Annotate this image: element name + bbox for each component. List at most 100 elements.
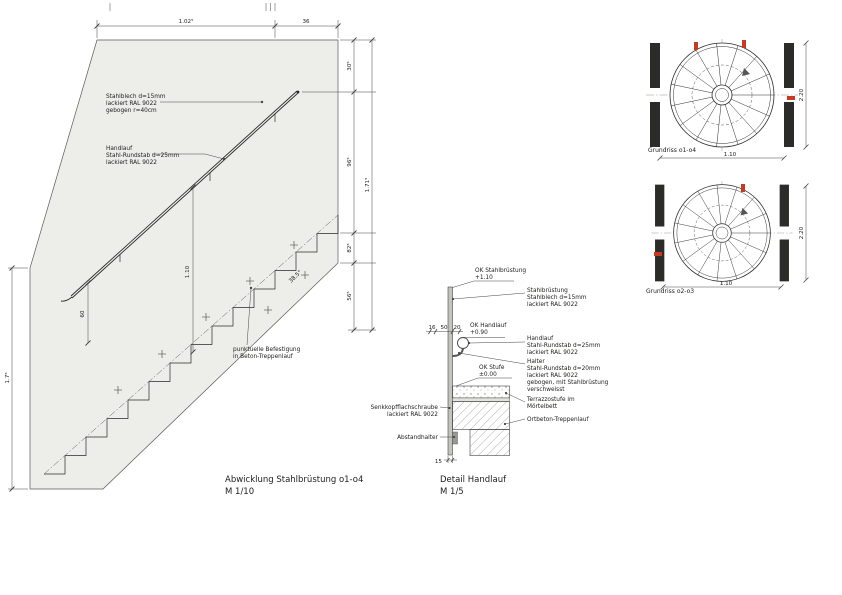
handrail-holder	[452, 348, 464, 357]
stair-steps-line	[44, 215, 339, 475]
dim-rail-height	[190, 184, 196, 355]
level-bruestung: OK Stahlbrüstung +1.10	[452, 268, 526, 288]
leader-line	[152, 153, 225, 160]
detail-note-schraube-l2: lackiert RAL 9022	[387, 412, 438, 418]
detail-note-bruestung: Stahlbrüstung Stahlblech d=15mm lackiert…	[451, 288, 587, 308]
dim-detail-d: 15	[435, 459, 443, 465]
detail-note-abstand: Abstandhalter	[397, 435, 456, 441]
note-handlauf: Handlauf Stahl-Rundstab d=25mm lackiert …	[106, 146, 226, 166]
note-handlauf-line2: Stahl-Rundstab d=25mm	[106, 153, 180, 159]
detail-note-halter-l3: lackiert RAL 9022	[527, 373, 578, 379]
dim-left	[8, 265, 28, 492]
dim-rail-height-label: 1.10	[185, 265, 191, 278]
dim-detail-thickness	[444, 456, 457, 463]
note-handlauf-line3: lackiert RAL 9022	[106, 160, 157, 166]
plan-1-dims	[657, 40, 809, 161]
detail-note-abstand-l1: Abstandhalter	[397, 435, 439, 441]
detail-note-halter-l1: Halter	[527, 359, 545, 365]
detail-note-schraube: Senkkopfflachschraube lackiert RAL 9022	[371, 405, 451, 418]
plan-2-red-marks	[654, 184, 745, 256]
detail-note-bruestung-l1: Stahlbrüstung	[527, 288, 568, 294]
note-stahlblech-line1: Stahlblech d=15mm	[106, 94, 166, 100]
dim-top-a: 1.02⁵	[179, 18, 194, 25]
detail-note-schraube-l1: Senkkopfflachschraube	[371, 405, 439, 411]
level-bruestung-value: +1.10	[475, 275, 493, 281]
level-stufe: OK Stufe ±0.00	[455, 365, 512, 387]
detail-note-terrazzo: Terrazzostufe im Mörtelbett	[504, 391, 575, 410]
plan-2-caption: Grundriss o2-o3	[646, 288, 694, 295]
detail-note-handlauf-l3: lackiert RAL 9022	[527, 350, 578, 356]
dim-right-b: 96⁵	[346, 157, 353, 166]
level-handlauf-value: +0.90	[470, 330, 488, 336]
plan-1-dim-bottom: 1.10	[724, 152, 737, 158]
leader-line	[246, 287, 252, 346]
concrete-lower	[469, 429, 510, 456]
dim-detail-a: 16	[428, 325, 436, 331]
dim-left-total: 1.7⁵	[4, 372, 11, 383]
mortar-bed	[452, 397, 510, 402]
steel-plate	[447, 286, 453, 456]
dim-top	[94, 20, 341, 38]
plan-1-caption: Grundriss o1-o4	[648, 147, 696, 154]
elevation-title: Abwicklung Stahlbrüstung o1-o4	[225, 475, 363, 485]
detail-note-lauf: Ortbeton-Treppenlauf	[503, 417, 589, 426]
elevation-drawing: Stahlblech d=15mm lackiert RAL 9022 gebo…	[4, 18, 376, 497]
level-bruestung-label: OK Stahlbrüstung	[475, 268, 526, 274]
detail-note-handlauf-l1: Handlauf	[527, 336, 554, 342]
note-befestigung-line2: in Beton-Treppenlauf	[233, 354, 294, 360]
pitch-line	[43, 214, 339, 475]
note-stahlblech: Stahlblech d=15mm lackiert RAL 9022 gebo…	[106, 94, 264, 114]
railing-band	[29, 39, 339, 490]
note-befestigung-line1: punktuelle Befestigung	[233, 347, 301, 353]
level-handlauf-label: OK Handlauf	[470, 323, 507, 329]
plan-2: 1.10 2.20 Grundriss o2-o3	[646, 180, 809, 295]
dim-post	[85, 280, 91, 346]
dim-detail-top	[426, 328, 463, 335]
concrete-upper	[452, 401, 510, 430]
dim-detail-b: 50	[440, 325, 448, 331]
dim-detail-c: 20	[453, 325, 461, 331]
level-stufe-value: ±0.00	[479, 372, 497, 378]
dim-right-a: 30⁵	[346, 61, 353, 70]
detail-note-handlauf: Handlauf Stahl-Rundstab d=25mm lackiert …	[467, 336, 601, 356]
dim-post-label: 60	[80, 310, 86, 318]
detail-scale: M 1/5	[440, 487, 464, 497]
note-handlauf-line1: Handlauf	[106, 146, 133, 152]
fixing-cross-marks	[114, 241, 309, 394]
detail-note-bruestung-l2: Stahlblech d=15mm	[527, 295, 587, 301]
detail-note-halter-l4: gebogen, mit Stahlbrüstung	[527, 380, 609, 386]
detail-note-bruestung-l3: lackiert RAL 9022	[527, 302, 578, 308]
dim-right-c: 82⁵	[346, 243, 353, 252]
handrail-line	[60, 90, 300, 302]
elevation-scale: M 1/10	[225, 487, 254, 497]
plan-2-dim-right: 2.20	[799, 226, 805, 239]
note-stahlblech-line2: lackiert RAL 9022	[106, 101, 157, 107]
detail-note-terrazzo-l2: Mörtelbett	[527, 404, 558, 410]
dim-right-d: 56⁵	[346, 291, 353, 300]
fold-marks	[109, 3, 276, 11]
level-handlauf: OK Handlauf +0.90	[463, 323, 507, 338]
plan-2-dim-bottom: 1.10	[720, 281, 733, 287]
detail-note-lauf-l1: Ortbeton-Treppenlauf	[527, 417, 589, 423]
spacer-block	[452, 431, 458, 445]
level-stufe-label: OK Stufe	[479, 365, 505, 371]
detail-note-halter-l2: Stahl-Rundstab d=20mm	[527, 366, 601, 372]
dim-right-total: 1.71⁵	[364, 178, 371, 193]
plan-1-dim-right: 2.20	[799, 88, 805, 101]
detail-note-halter-l5: verschweisst	[527, 387, 565, 393]
detail-note-handlauf-l2: Stahl-Rundstab d=25mm	[527, 343, 601, 349]
plan-1-red-marks	[694, 40, 795, 100]
handrail-section	[457, 337, 469, 349]
plan-2-dims	[660, 183, 809, 290]
detail-drawing: OK Stahlbrüstung +1.10 OK Handlauf +0.90…	[371, 268, 609, 497]
dim-right-chain	[302, 37, 376, 333]
dim-top-b: 36	[302, 19, 310, 25]
note-stahlblech-line3: gebogen r=40cm	[106, 108, 157, 114]
note-befestigung: punktuelle Befestigung in Beton-Treppenl…	[233, 286, 301, 360]
plan-1: 1.10 2.20 Grundriss o1-o4	[645, 38, 809, 161]
detail-title: Detail Handlauf	[440, 475, 507, 485]
terrazzo-tread	[452, 385, 510, 399]
detail-note-terrazzo-l1: Terrazzostufe im	[526, 397, 575, 403]
